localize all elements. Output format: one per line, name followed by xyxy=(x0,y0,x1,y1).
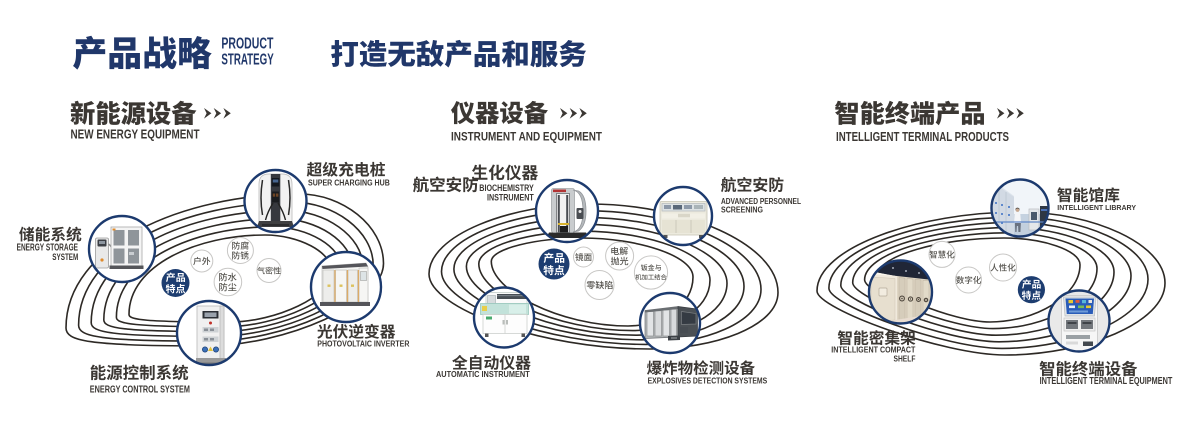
svg-text:INTELLIGENT TERMINAL EQUIPMENT: INTELLIGENT TERMINAL EQUIPMENT xyxy=(1040,376,1173,387)
svg-text:INSTRUMENT AND EQUIPMENT: INSTRUMENT AND EQUIPMENT xyxy=(451,130,602,144)
svg-text:SCREENING: SCREENING xyxy=(721,205,763,215)
svg-text:NEW ENERGY EQUIPMENT: NEW ENERGY EQUIPMENT xyxy=(71,127,200,142)
svg-text:SYSTEM: SYSTEM xyxy=(52,252,78,262)
svg-text:PHOTOVOLTAIC INVERTER: PHOTOVOLTAIC INVERTER xyxy=(317,339,410,349)
svg-text:INTELLIGENT LIBRARY: INTELLIGENT LIBRARY xyxy=(1057,203,1136,212)
svg-text:SHELF: SHELF xyxy=(894,355,916,364)
svg-text:ADVANCED PERSONNEL: ADVANCED PERSONNEL xyxy=(721,196,802,206)
svg-text:STRATEGY: STRATEGY xyxy=(221,52,274,69)
svg-text:INSTRUMENT: INSTRUMENT xyxy=(487,192,534,203)
svg-text:PRODUCT: PRODUCT xyxy=(221,36,273,53)
svg-text:INTELLIGENT COMPACT: INTELLIGENT COMPACT xyxy=(831,345,916,355)
svg-text:ENERGY CONTROL SYSTEM: ENERGY CONTROL SYSTEM xyxy=(90,385,190,396)
svg-text:AUTOMATIC INSTRUMENT: AUTOMATIC INSTRUMENT xyxy=(436,369,530,379)
svg-text:ENERGY STORAGE: ENERGY STORAGE xyxy=(17,243,79,254)
svg-text:INTELLIGENT TERMINAL PRODUCTS: INTELLIGENT TERMINAL PRODUCTS xyxy=(836,130,1009,144)
svg-text:BIOCHEMISTRY: BIOCHEMISTRY xyxy=(479,182,534,193)
svg-text:SUPER CHARGING HUB: SUPER CHARGING HUB xyxy=(308,178,390,188)
svg-text:EXPLOSIVES DETECTION SYSTEMS: EXPLOSIVES DETECTION SYSTEMS xyxy=(648,376,768,386)
